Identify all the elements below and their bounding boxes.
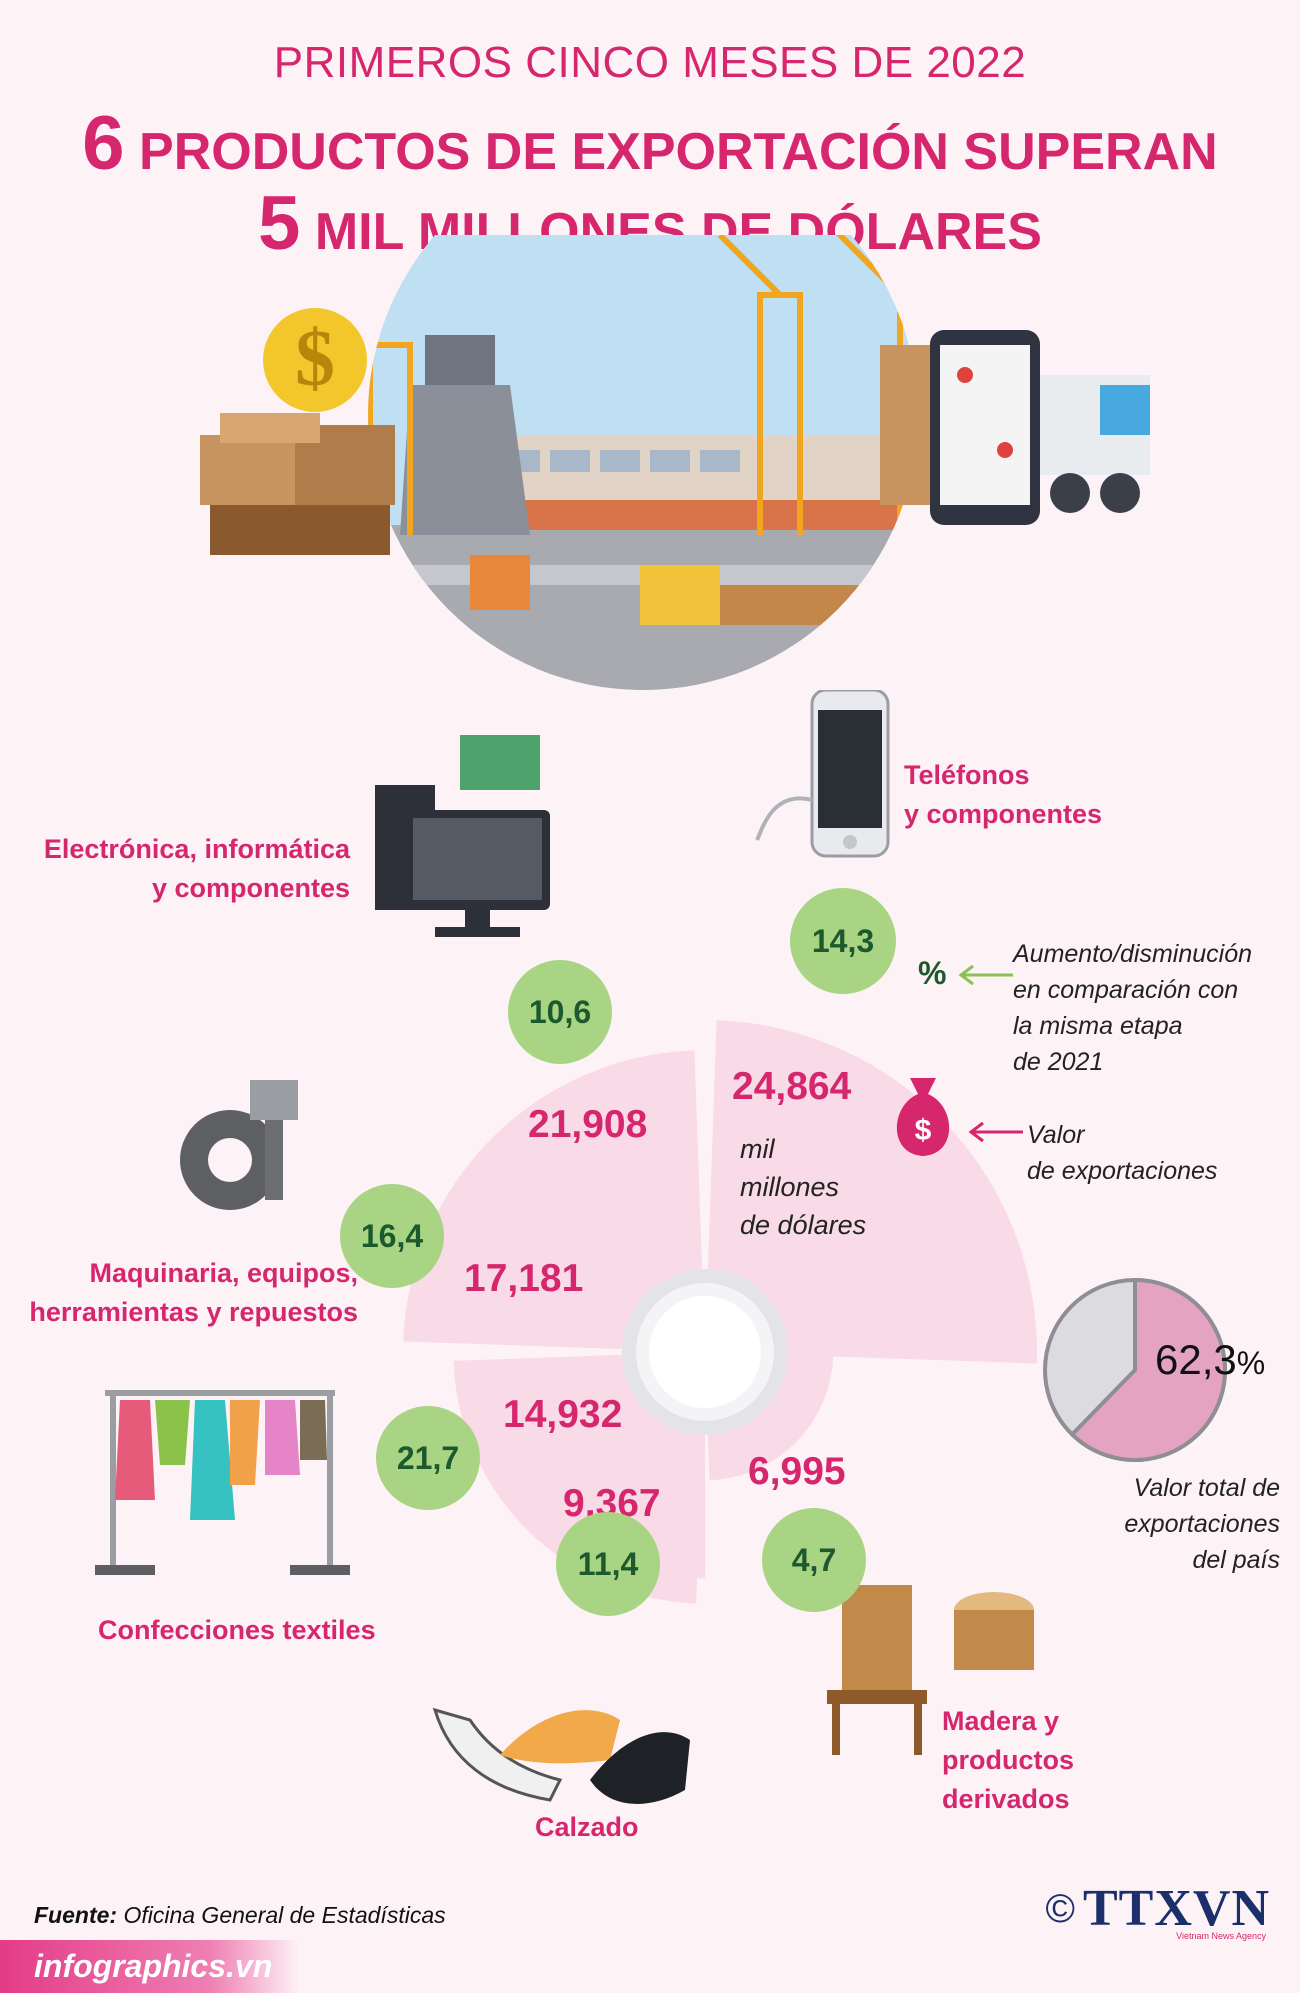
unit-line-2: millones: [740, 1172, 840, 1202]
site-link[interactable]: infographics.vn: [34, 1948, 273, 1984]
footer: infographics.vn: [0, 1940, 1300, 1993]
value-note-line-2: de exportaciones: [1027, 1157, 1218, 1185]
value-phones: 24,864: [732, 1065, 852, 1108]
phone-icon: [755, 690, 890, 858]
label-electronics: Electrónica, informática y componentes: [0, 830, 350, 908]
growth-note-line-3: la misma etapa: [1013, 1012, 1183, 1040]
label-phones-line-2: y componentes: [904, 799, 1103, 829]
logo-subtext: Vietnam News Agency: [1176, 1931, 1266, 1941]
value-machinery: 17,181: [464, 1257, 584, 1300]
computer-icon: [375, 735, 550, 937]
clothes-rack-icon: [95, 1390, 350, 1575]
growth-footwear: 11,4: [556, 1512, 660, 1616]
chart-hub-inner: [649, 1296, 761, 1408]
label-phones: Teléfonos y componentes: [904, 756, 1102, 834]
logo-text: TTXVN: [1082, 1880, 1270, 1937]
money-bag-icon: $: [896, 1078, 950, 1156]
label-wood: Madera y productos derivados: [942, 1702, 1074, 1819]
label-machinery-line-2: herramientas y repuestos: [29, 1297, 358, 1327]
petal-wood: [707, 1354, 834, 1481]
ttxvn-logo: © TTXVN Vietnam News Agency: [1045, 1880, 1270, 1942]
ship-bridge: [425, 335, 495, 385]
title-line-1-text: PRODUCTOS DE EXPORTACIÓN SUPERAN: [139, 123, 1218, 181]
label-machinery: Maquinaria, equipos, herramientas y repu…: [0, 1254, 358, 1332]
growth-electronics: 10,6: [508, 960, 612, 1064]
port-illustration: $: [200, 235, 1150, 690]
boxes-left: [200, 413, 395, 555]
shoes-icon: [432, 1707, 690, 1804]
growth-phones: 14,3: [790, 888, 896, 994]
logo-wordmark: TTXVN Vietnam News Agency: [1082, 1880, 1270, 1942]
unit-line-3: de dólares: [740, 1210, 867, 1240]
label-textiles-line-1: Confecciones textiles: [98, 1615, 376, 1645]
share-value-suffix: %: [1236, 1345, 1266, 1381]
truck-left: [470, 555, 530, 610]
phone-truck-icon: [880, 330, 1150, 525]
title-line-1-number: 6: [82, 101, 125, 186]
source-label: Fuente:: [34, 1902, 118, 1928]
label-electronics-line-1: Electrónica, informática: [43, 834, 350, 864]
label-textiles: Confecciones textiles: [98, 1611, 376, 1650]
value-note: Valor de exportaciones: [1027, 1117, 1217, 1189]
share-caption-line-2: exportaciones: [1124, 1510, 1280, 1538]
petal-footwear: [545, 1354, 648, 1463]
label-phones-line-1: Teléfonos: [904, 760, 1030, 790]
growth-textiles: 21,7: [376, 1406, 480, 1510]
footer-bar: [0, 1940, 300, 1993]
label-electronics-line-2: y componentes: [151, 873, 350, 903]
value-wood: 6,995: [748, 1450, 846, 1493]
label-wood-line-1: Madera y: [942, 1706, 1060, 1736]
value-textiles: 14,932: [503, 1393, 623, 1436]
arrow-left-icon: [958, 964, 1013, 986]
growth-wood: 4,7: [762, 1508, 866, 1612]
dollar-sign-icon: $: [263, 308, 367, 412]
value-electronics: 21,908: [528, 1103, 648, 1146]
label-wood-line-2: productos: [942, 1745, 1074, 1775]
machinery-icon: [180, 1080, 298, 1210]
source-text: Oficina General de Estadísticas: [123, 1902, 446, 1928]
growth-note: Aumento/disminución en comparación con l…: [1013, 936, 1252, 1080]
share-pie-chart: [1043, 1277, 1227, 1462]
svg-text:$: $: [295, 315, 335, 403]
share-slice-exports: [1069, 1277, 1227, 1462]
money-bag-symbol: $: [915, 1114, 932, 1147]
share-caption: Valor total de exportaciones del país: [1060, 1470, 1280, 1578]
copyright-symbol: ©: [1045, 1886, 1075, 1931]
share-value-number: 62,3: [1155, 1336, 1237, 1383]
unit-label: mil millones de dólares: [740, 1130, 866, 1244]
growth-percent-sign: %: [918, 955, 947, 991]
growth-machinery: 16,4: [340, 1184, 444, 1288]
label-footwear: Calzado: [535, 1808, 639, 1847]
petal-phones: [707, 1020, 1037, 1364]
value-note-line-1: Valor: [1027, 1121, 1085, 1149]
share-value: 62,3%: [1155, 1336, 1265, 1384]
title-line-2-number: 5: [258, 181, 301, 266]
ship-hull: [400, 385, 530, 535]
source-line: Fuente: Oficina General de Estadísticas: [34, 1902, 446, 1929]
wood-chair-icon: [827, 1585, 1034, 1755]
arrow-left-icon: [968, 1121, 1023, 1143]
truck-center: [640, 565, 720, 625]
share-caption-line-1: Valor total de: [1133, 1474, 1280, 1502]
petal-electronics: [403, 1050, 703, 1350]
growth-note-line-4: de 2021: [1013, 1048, 1104, 1076]
unit-line-1: mil: [740, 1134, 775, 1164]
growth-note-line-1: Aumento/disminución: [1013, 940, 1253, 968]
share-caption-line-3: del país: [1192, 1546, 1280, 1574]
growth-note-line-2: en comparación con: [1013, 976, 1239, 1004]
subtitle: PRIMEROS CINCO MESES DE 2022: [273, 38, 1027, 87]
title-line-1: 6 PRODUCTOS DE EXPORTACIÓN SUPERAN: [0, 100, 1300, 187]
label-wood-line-3: derivados: [942, 1784, 1070, 1814]
label-machinery-line-1: Maquinaria, equipos,: [89, 1258, 358, 1288]
label-footwear-line-1: Calzado: [535, 1812, 639, 1842]
